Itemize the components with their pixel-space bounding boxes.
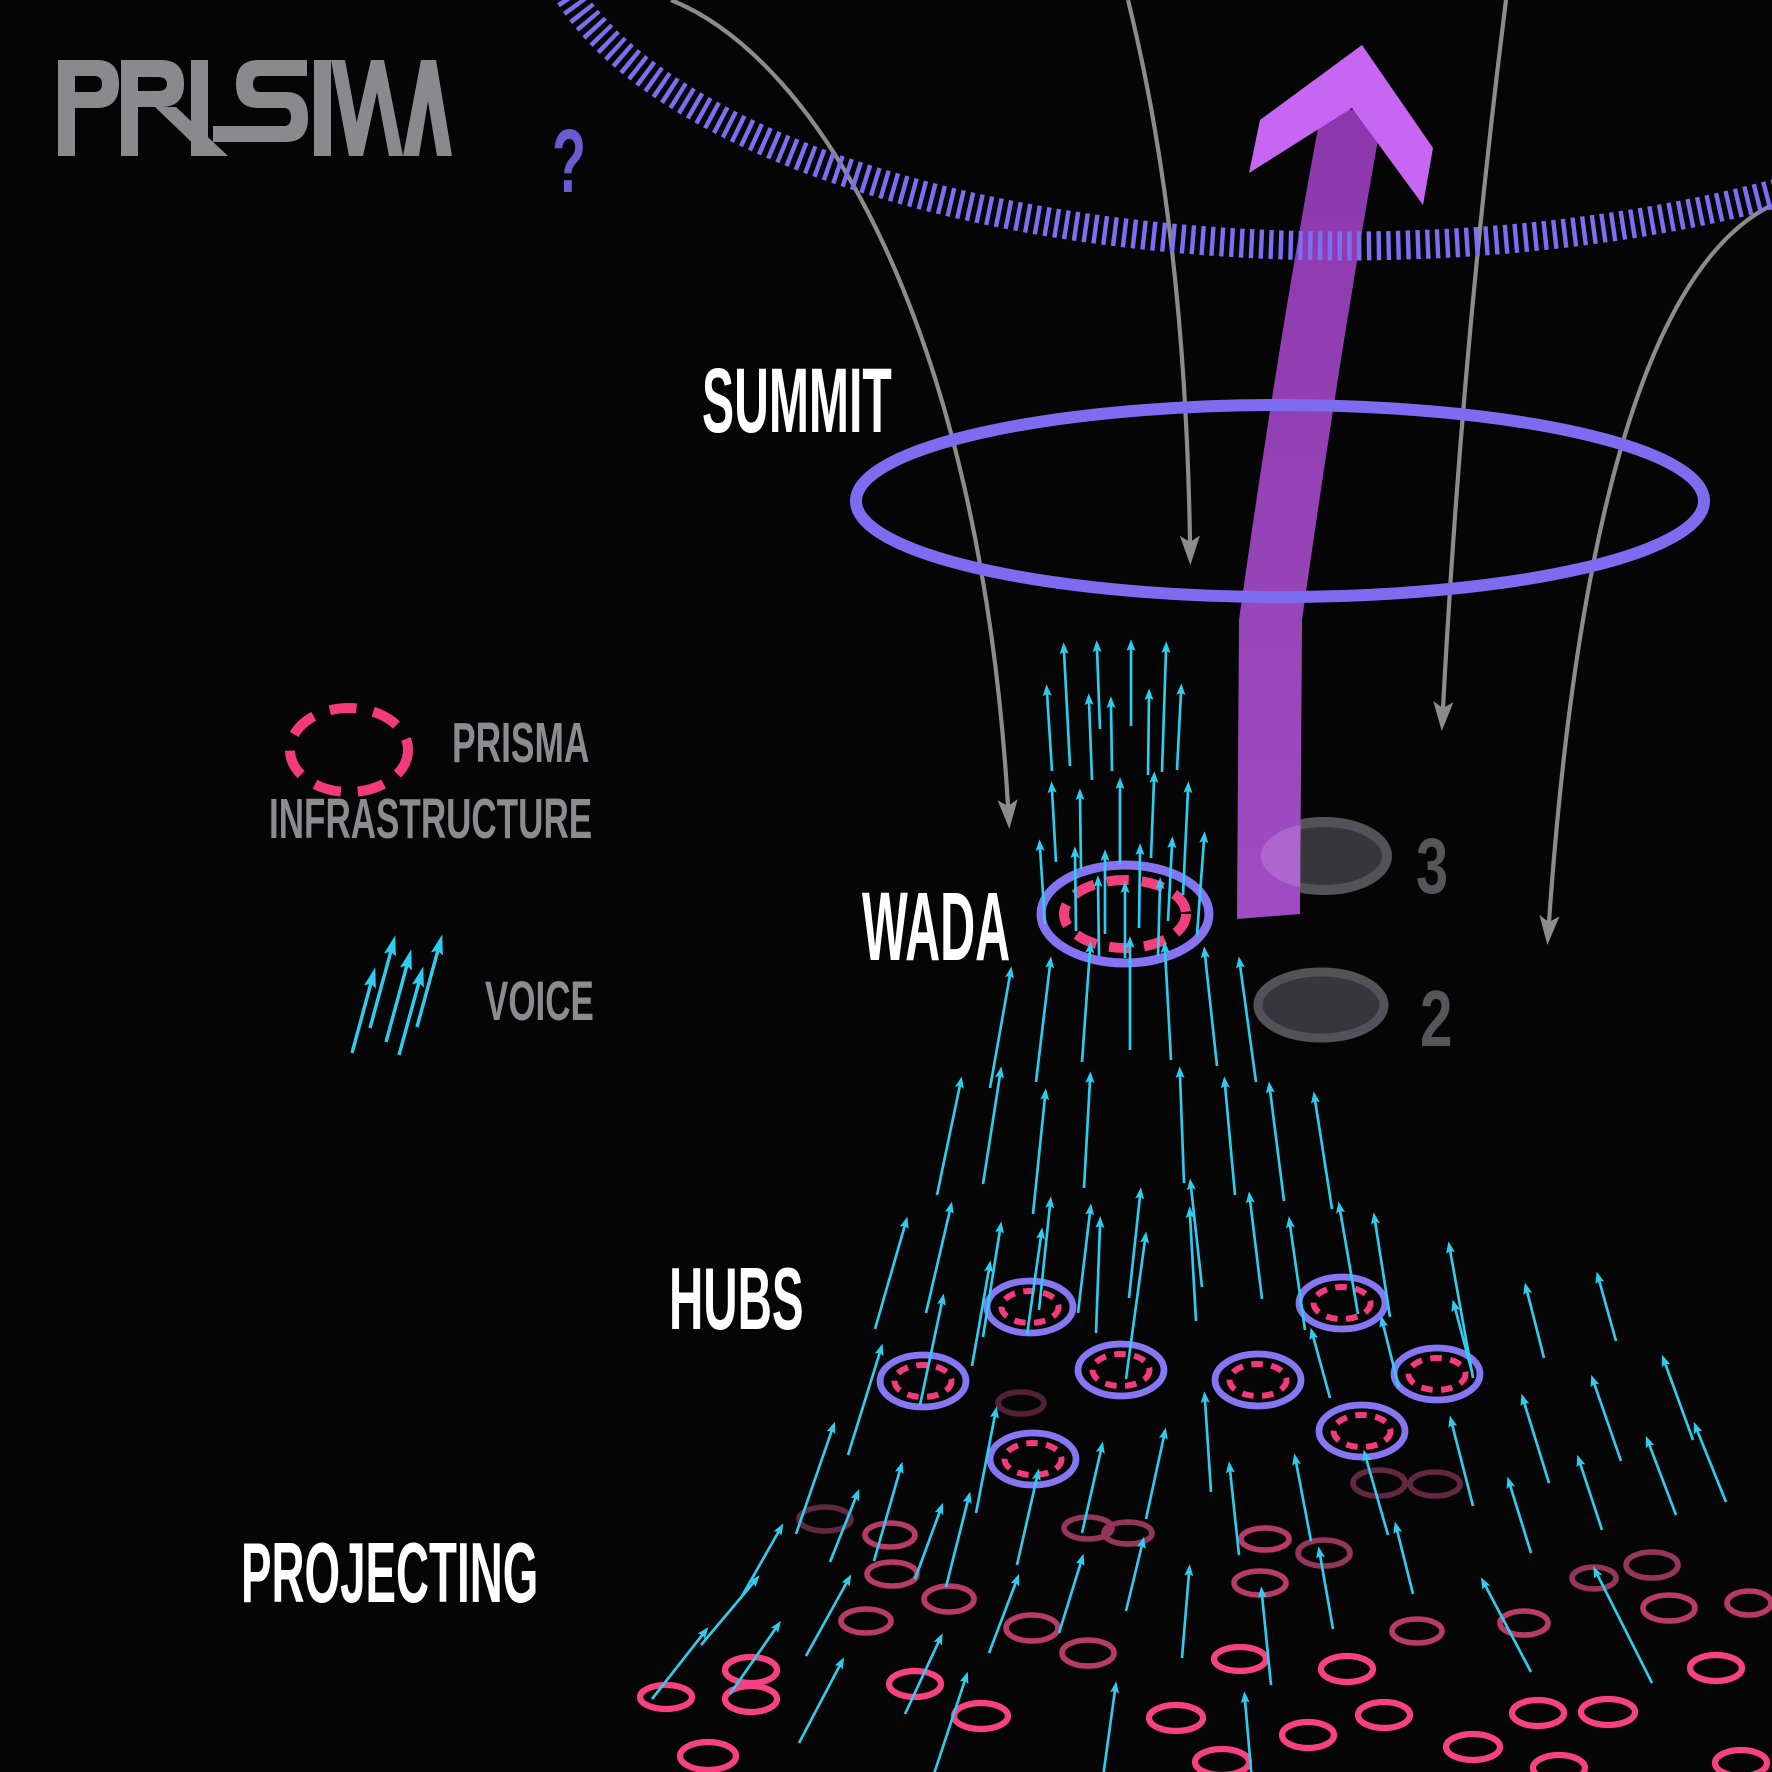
svg-text:HUBS: HUBS [669,1249,804,1347]
svg-text:WADA: WADA [862,874,1010,982]
svg-text:2: 2 [1420,974,1452,1063]
svg-text:VOICE: VOICE [485,970,594,1032]
svg-text:PRISMA: PRISMA [452,712,589,776]
svg-text:3: 3 [1416,821,1448,910]
svg-text:PROJECTING: PROJECTING [241,1526,538,1621]
svg-text:SUMMIT: SUMMIT [702,349,892,452]
svg-text:INFRASTRUCTURE: INFRASTRUCTURE [269,787,592,851]
svg-text:?: ? [552,110,586,211]
